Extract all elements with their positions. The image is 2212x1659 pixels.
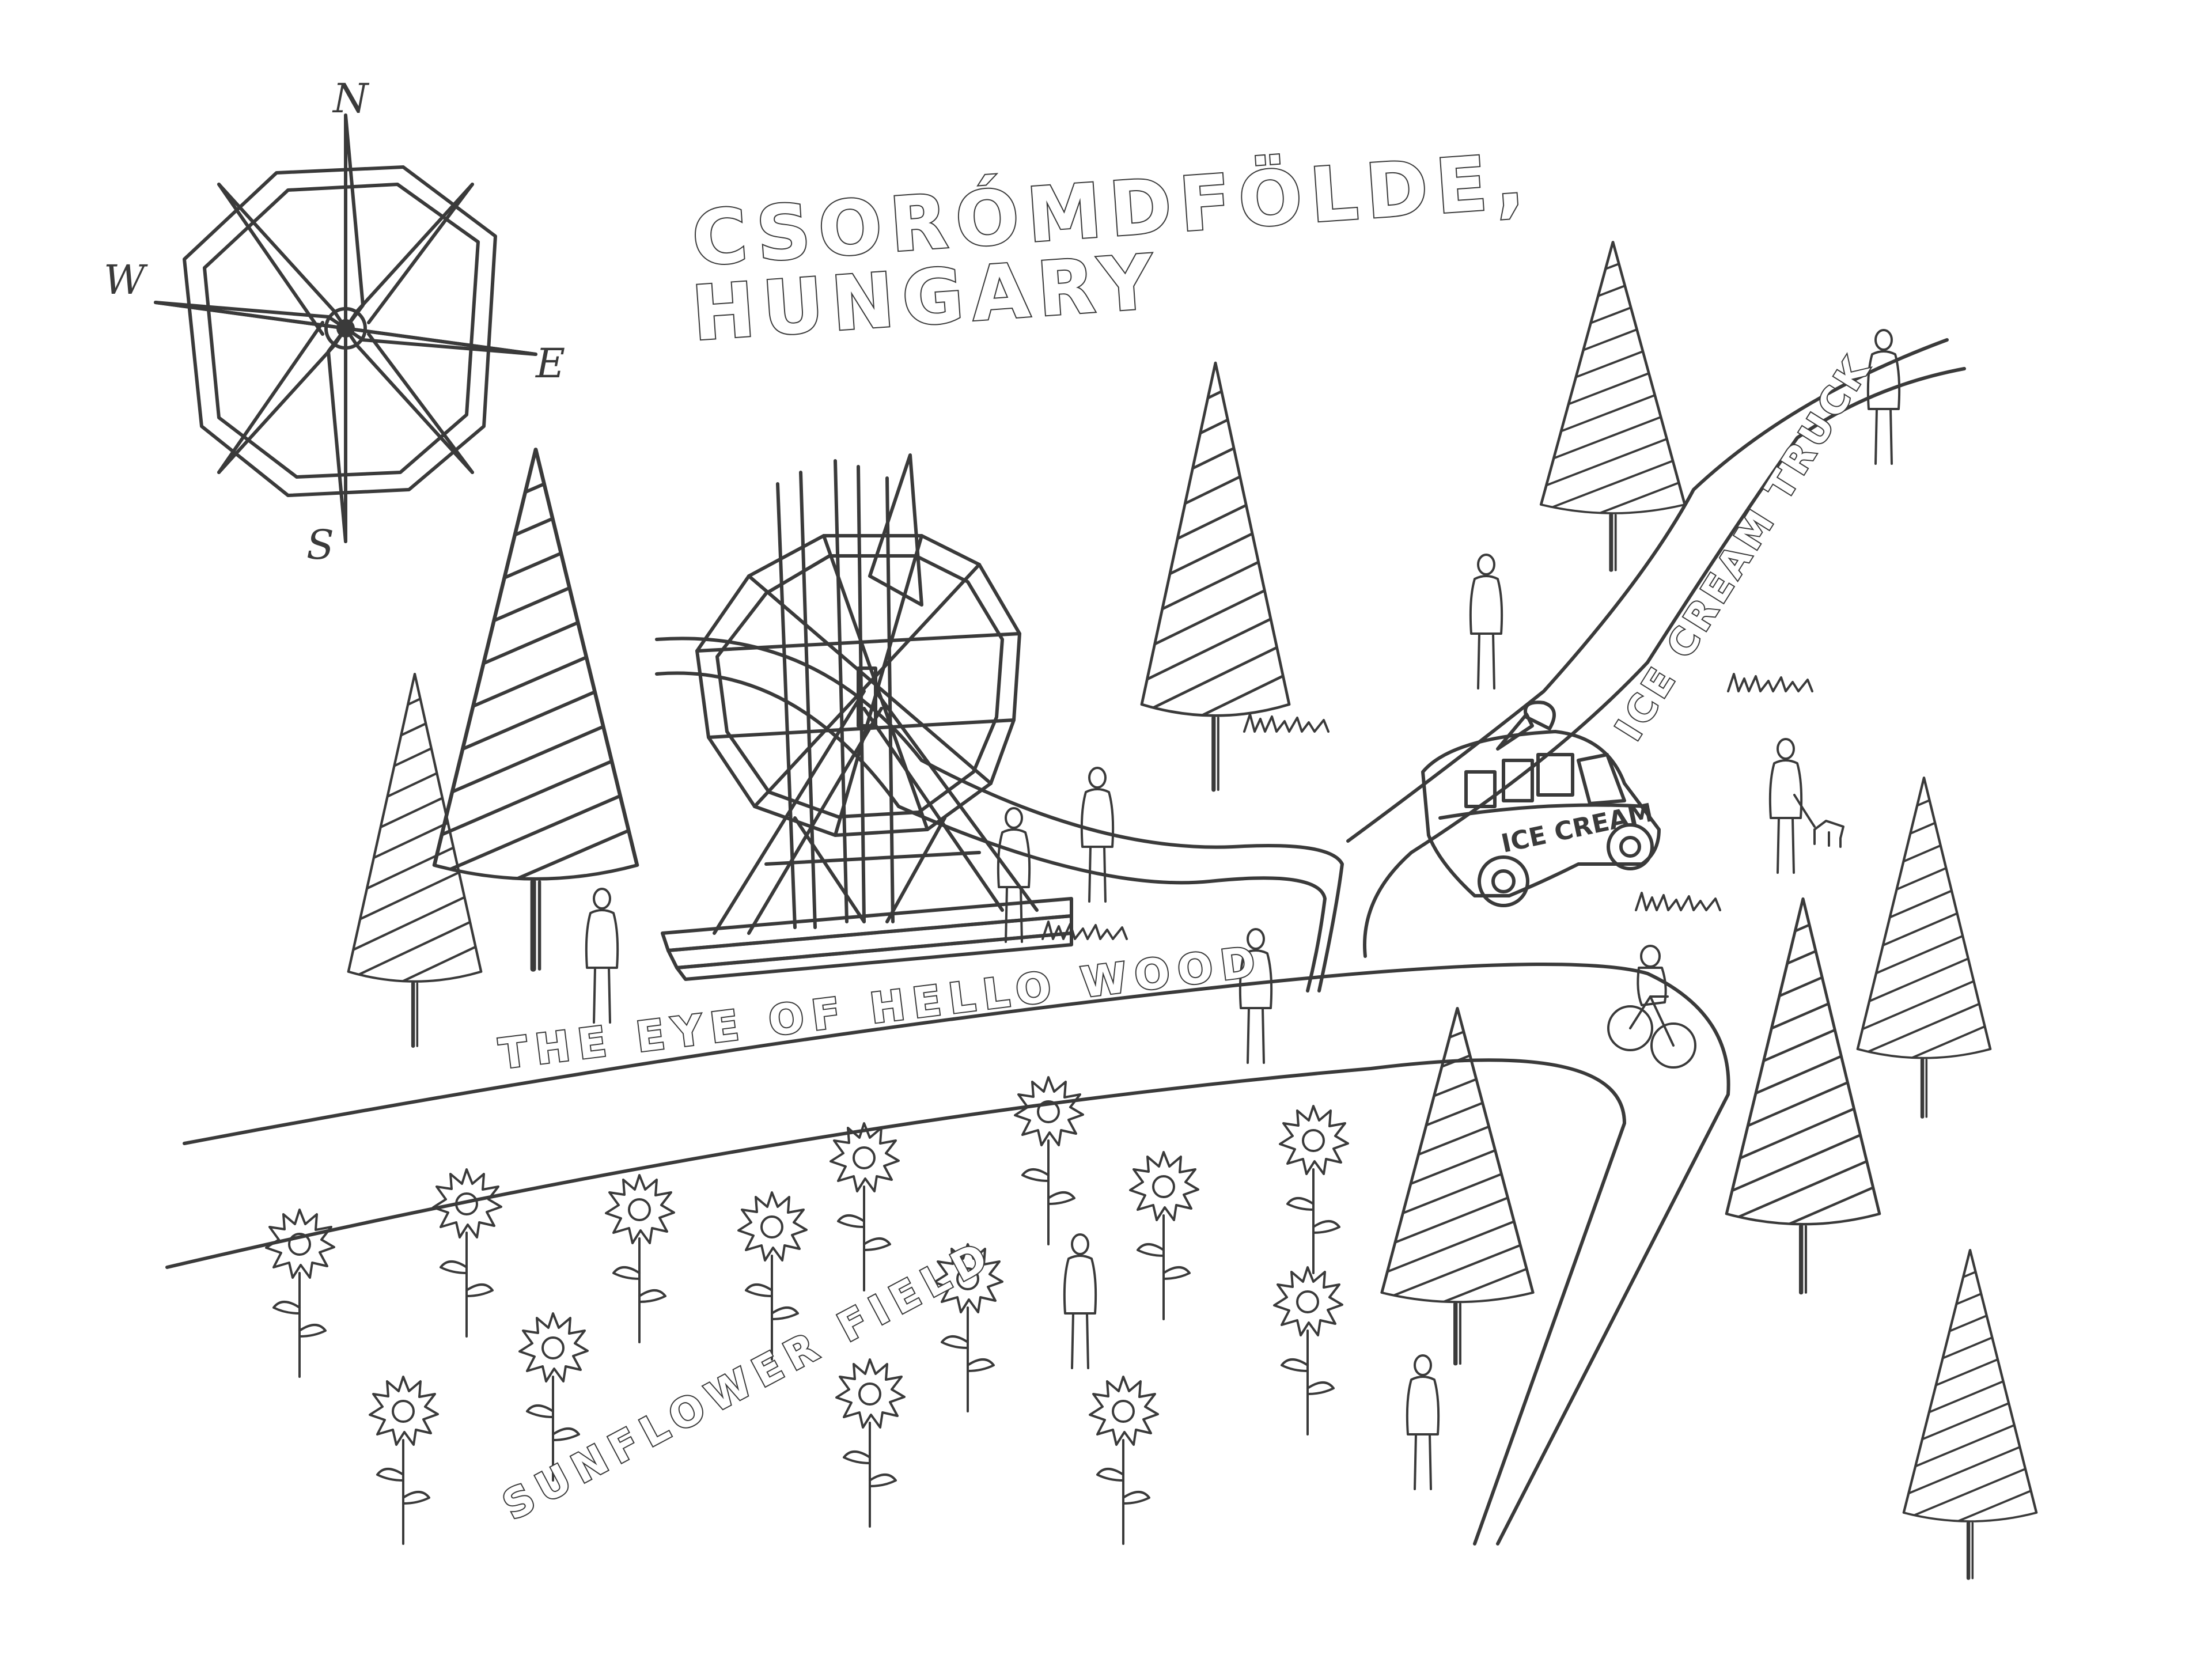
grass-tuft-icon (1727, 673, 1813, 692)
map-title: CSORÓMDFÖLDE, HUNGARY (688, 135, 1536, 358)
pine-tree-icon (1363, 997, 1552, 1364)
sunflower-icon (835, 1358, 906, 1528)
pine-tree-icon (1707, 886, 1899, 1293)
people (585, 329, 1901, 1490)
sunflower-icon (1129, 1151, 1199, 1320)
grass-tuft-icon (1041, 921, 1128, 940)
pine-tree-icon (1123, 350, 1308, 790)
person-icon (1768, 738, 1803, 874)
sunflower-icon (1279, 1105, 1349, 1274)
sunflower-icon (830, 1122, 900, 1291)
ice-cream-truck-label: ICE CREAM TRUCK (1608, 347, 1880, 748)
sunflower-icon (1273, 1266, 1343, 1435)
compass-west-label: W (104, 256, 148, 304)
sunflower-field-label: SUNFLOWER FIELD (495, 1230, 1002, 1529)
roads (165, 338, 1966, 1546)
person-icon (585, 888, 619, 1024)
person-icon (1063, 1233, 1097, 1369)
sunflower-icon (1014, 1076, 1084, 1245)
sunflower-field (265, 1076, 1349, 1545)
dog-icon (1793, 794, 1844, 848)
bicycle-icon (1607, 945, 1696, 1069)
sunflower-icon (605, 1174, 675, 1343)
compass-north-label: N (332, 75, 370, 122)
person-icon (1469, 554, 1503, 690)
pine-tree-icon (409, 433, 662, 969)
pine-tree-icon (1887, 1240, 2053, 1578)
sunflower-icon (1089, 1376, 1159, 1545)
pine-tree-icon (332, 662, 498, 1046)
sunflower-icon (432, 1168, 502, 1338)
eye-of-hello-wood-label: THE EYE OF HELLO WOOD (497, 937, 1266, 1078)
compass-south-label: S (306, 521, 334, 569)
compass-east-label: E (535, 340, 565, 387)
person-icon (1406, 1354, 1440, 1490)
grass-tuft-icon (1243, 713, 1330, 733)
sunflower-icon (265, 1209, 335, 1378)
grass-tuft-icon (1635, 892, 1721, 911)
compass-rose-icon: N S E W (104, 75, 565, 569)
pine-tree-icon (1841, 767, 2007, 1117)
wooden-wheel-sculpture-icon (661, 453, 1073, 981)
sunflower-icon (369, 1376, 439, 1545)
